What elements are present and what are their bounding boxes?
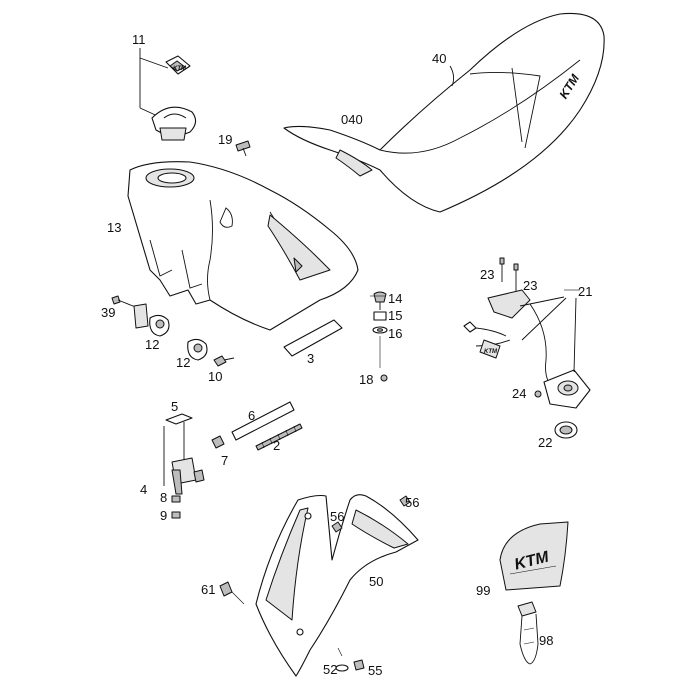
side-fairing <box>219 494 419 677</box>
callout-23-left: 23 <box>480 267 494 282</box>
callout-56-right: 56 <box>405 495 419 510</box>
callout-23-right: 23 <box>523 278 537 293</box>
key-logo: KTM <box>173 66 187 72</box>
hardware-center <box>372 291 388 382</box>
ignition-switch-assembly: KTM <box>463 257 591 439</box>
callout-11: 11 <box>132 32 146 47</box>
callout-040: 040 <box>341 112 363 127</box>
tool-98 <box>517 601 539 665</box>
hose-and-spring <box>211 401 303 451</box>
callout-labels: 11 19 40 040 13 23 23 21 39 12 12 10 3 1… <box>101 32 592 678</box>
fuel-cap-assembly: KTM <box>139 48 197 141</box>
callout-18: 18 <box>359 372 373 387</box>
leader-lines <box>370 289 580 297</box>
callout-56-left: 56 <box>330 509 344 524</box>
fuel-tank <box>127 161 359 331</box>
callout-13: 13 <box>107 220 121 235</box>
tag-logo: KTM <box>484 349 498 355</box>
fuel-tap-assembly <box>163 413 205 519</box>
callout-14: 14 <box>388 291 402 306</box>
callout-5: 5 <box>171 399 178 414</box>
callout-55: 55 <box>368 663 382 678</box>
hardware-left <box>111 295 235 367</box>
callout-61: 61 <box>201 582 215 597</box>
callout-15: 15 <box>388 308 402 323</box>
callout-4: 4 <box>140 482 147 497</box>
callout-3: 3 <box>307 351 314 366</box>
callout-21: 21 <box>578 284 592 299</box>
ktm-sticker: KTM <box>499 521 569 591</box>
strip-3 <box>283 319 343 357</box>
key-icon <box>169 60 186 72</box>
callout-24: 24 <box>512 386 526 401</box>
callout-9: 9 <box>160 508 167 523</box>
callout-6: 6 <box>248 408 255 423</box>
seat: KTM <box>283 12 605 213</box>
callout-16: 16 <box>388 326 402 341</box>
callout-10: 10 <box>208 369 222 384</box>
callout-40: 40 <box>432 51 446 66</box>
callout-99: 99 <box>476 583 490 598</box>
callout-2: 2 <box>273 438 280 453</box>
callout-98: 98 <box>539 633 553 648</box>
callout-8: 8 <box>160 490 167 505</box>
callout-12-lower: 12 <box>176 355 190 370</box>
callout-19: 19 <box>218 132 232 147</box>
screw-19 <box>235 140 251 157</box>
callout-50: 50 <box>369 574 383 589</box>
callout-52: 52 <box>323 662 337 677</box>
callout-7: 7 <box>221 453 228 468</box>
callout-22: 22 <box>538 435 552 450</box>
callout-12-upper: 12 <box>145 337 159 352</box>
callout-39: 39 <box>101 305 115 320</box>
